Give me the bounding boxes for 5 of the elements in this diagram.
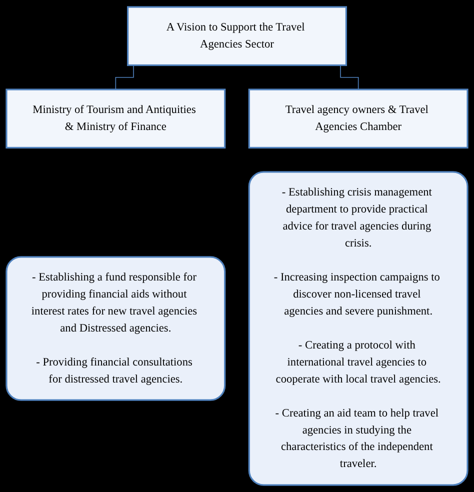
node-box: Ministry of Tourism and Antiquities & Ministry of Finance <box>6 88 226 149</box>
node-box: Travel agency owners & Travel Agencies Chamber <box>248 88 468 149</box>
node-box: - Establishing crisis management department to provide practical advice for travel agencies during crisis. - Increasing inspection campaigns to discover non-licensed travel agencies and severe punishment. - Creating a protocol with international travel agencies to cooperate with local travel agencies. - Creating an aid team to help travel agencies in studying the characteristics of the independent traveler. <box>248 171 468 486</box>
node-box: A Vision to Support the Travel Agencies Sector <box>127 6 347 66</box>
node-box: - Establishing a fund responsible for providing financial aids without interest rates for new travel agencies and Distressed agencies. - Providing financial consultations for distressed travel agencies. <box>6 256 226 401</box>
